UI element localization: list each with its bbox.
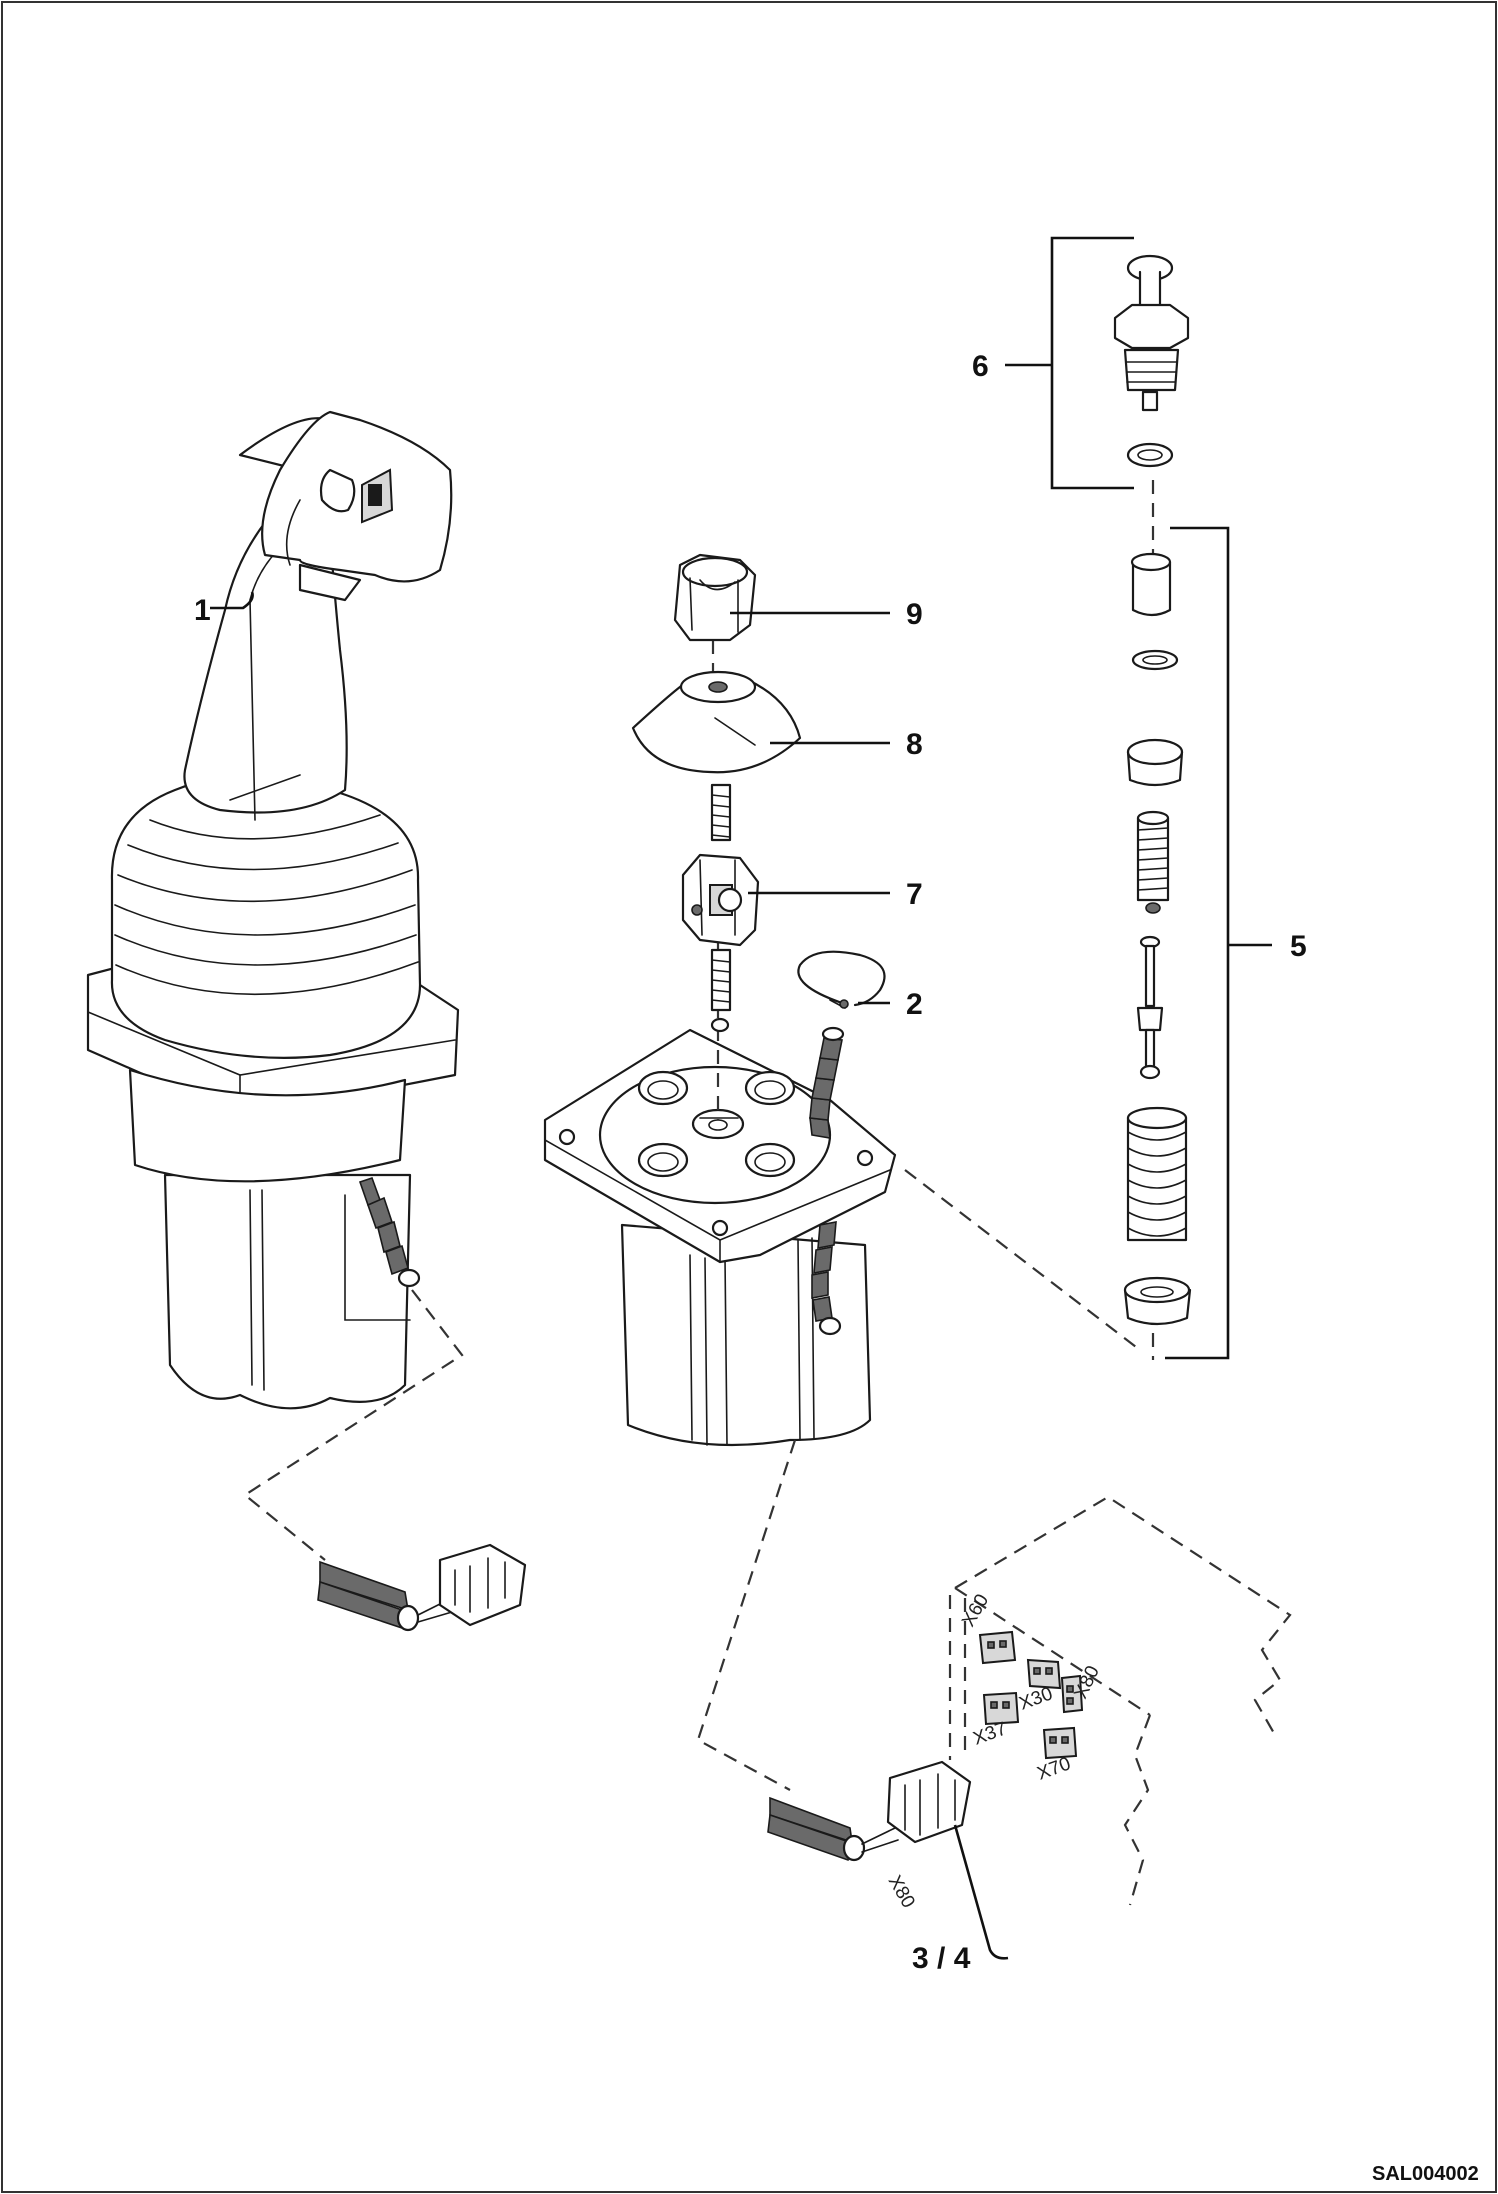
valve-cable-spring — [809, 1026, 845, 1139]
leader-1 — [210, 591, 254, 610]
callout-5: 5 — [1290, 930, 1307, 963]
part-9-nut — [673, 553, 757, 642]
joystick-cable-route — [243, 1289, 464, 1561]
connector-label-x80-plug: X80 — [884, 1872, 919, 1912]
drawing-id: SAL004002 — [1372, 2163, 1479, 2185]
socket-x37 — [982, 1691, 1020, 1726]
control-valve-body — [543, 1026, 897, 1447]
part-5-spool-kit — [1123, 552, 1192, 1326]
part-8-disc — [631, 670, 802, 774]
joystick-cable — [358, 1176, 421, 1288]
connector-label-x37: X37 — [971, 1718, 1010, 1749]
flange-to-kit-route — [904, 1169, 1141, 1351]
callout-7: 7 — [906, 878, 923, 911]
socket-x70 — [1042, 1726, 1078, 1760]
callout-1: 1 — [194, 594, 211, 627]
leader-34 — [953, 1824, 1009, 1960]
part-2-circlip — [797, 950, 886, 1009]
callout-8: 8 — [906, 728, 923, 761]
socket-x30 — [1026, 1658, 1062, 1690]
callout-6: 6 — [972, 350, 989, 383]
socket-x80-box — [1060, 1674, 1084, 1714]
connector-label-x70: X70 — [1035, 1753, 1074, 1784]
connector-label-x30: X30 — [1017, 1683, 1056, 1714]
socket-x60 — [978, 1630, 1017, 1665]
valve-cable-route — [696, 1439, 797, 1791]
callout-3-4: 3 / 4 — [912, 1942, 971, 1975]
joystick-connector-plug — [317, 1543, 527, 1632]
bracket-part-5 — [1165, 526, 1230, 1360]
connector-label-x60: X60 — [958, 1591, 993, 1631]
joystick-assembly — [86, 410, 460, 1410]
valve-lower-cable — [811, 1221, 842, 1336]
part-6-plunger — [1113, 254, 1190, 468]
part-7-coupling — [681, 783, 760, 1033]
valve-connector-plug-x80: X80 — [767, 1760, 972, 1912]
callout-2: 2 — [906, 988, 923, 1021]
callout-9: 9 — [906, 598, 923, 631]
bracket-part-6 — [1050, 236, 1134, 490]
junction-box: X60 X30 X80 X37 X70 — [948, 1495, 1292, 1906]
